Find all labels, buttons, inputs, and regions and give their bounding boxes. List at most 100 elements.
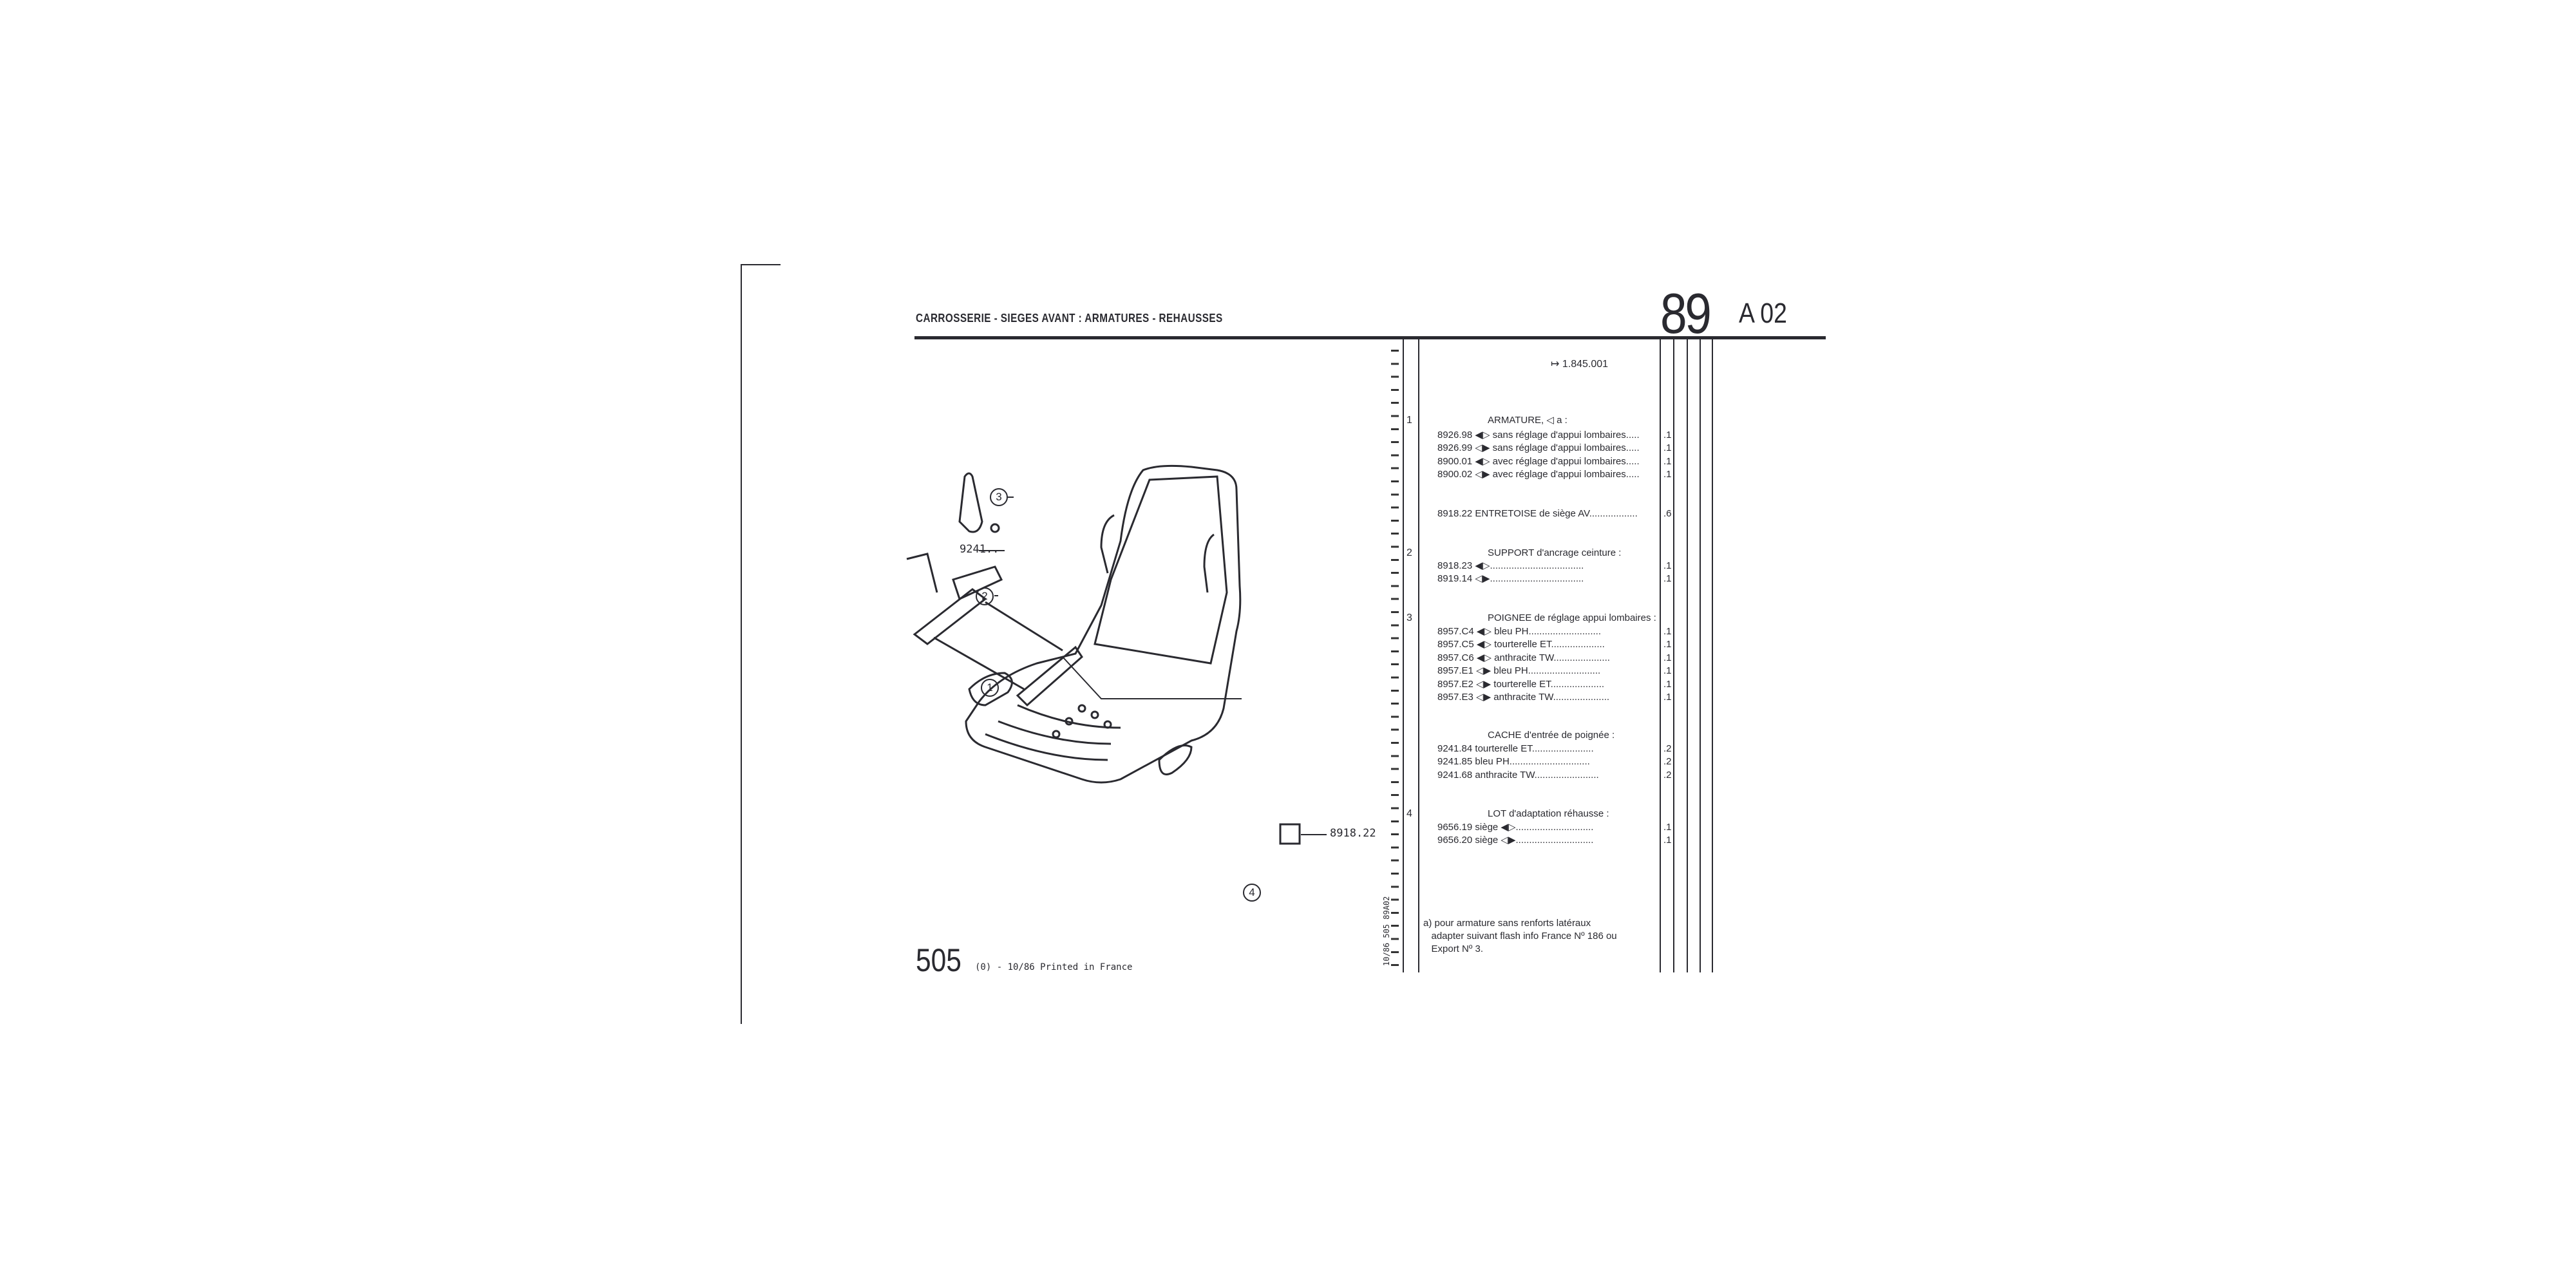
part-row: 9241.84 tourterelle ET..................… [1437, 743, 1594, 754]
part-row: 8919.14 ◁▶..............................… [1437, 573, 1584, 584]
part-description: ◁▶ sans réglage d'appui lombaires..... [1475, 442, 1640, 453]
part-row: 8957.C6 ◀▷ anthracite TW................… [1437, 652, 1610, 663]
part-quantity: .1 [1663, 639, 1672, 650]
group-number: 1 [1406, 415, 1412, 426]
column-line [1418, 338, 1419, 972]
part-description: siège ◀▷............................. [1475, 822, 1594, 833]
callout-3: 3 [990, 488, 1008, 506]
footnote-line: a) pour armature sans renforts latéraux [1423, 918, 1591, 929]
part-quantity: .2 [1663, 770, 1672, 781]
column-line [1403, 338, 1404, 972]
part-row: 8957.E2 ◁▶ tourterelle ET...............… [1437, 679, 1604, 690]
part-ref: 8957.E3 [1437, 692, 1473, 703]
leader-lines [979, 497, 1327, 835]
part-ref: 9241.68 [1437, 770, 1473, 781]
part-ref: 8900.01 [1437, 456, 1473, 467]
part-quantity: .2 [1663, 756, 1672, 767]
part-ref: 8957.C5 [1437, 639, 1474, 650]
part-description: anthracite TW........................ [1475, 770, 1599, 781]
page-number-minor: A 02 [1739, 298, 1787, 329]
part-row: 9656.19 siège ◀▷........................… [1437, 822, 1593, 833]
part-row: 8926.98 ◀▷ sans réglage d'appui lombaire… [1437, 430, 1640, 440]
part-row: 9241.68 anthracite TW...................… [1437, 770, 1599, 781]
part-quantity: .1 [1663, 560, 1672, 571]
column-line [1660, 338, 1661, 972]
part-description: bleu PH.............................. [1475, 756, 1590, 767]
part-description: ENTRETOISE de siège AV.................. [1475, 508, 1638, 519]
column-line [1687, 338, 1688, 972]
callout-4: 4 [1243, 884, 1261, 902]
part-description: ◁▶ anthracite TW..................... [1476, 692, 1610, 703]
part-ref: 9656.20 [1437, 835, 1473, 846]
part-quantity: .6 [1663, 508, 1672, 519]
footnote-line: Export Nº 3. [1423, 943, 1484, 954]
part-row: 9241.85 bleu PH.........................… [1437, 756, 1590, 767]
label-9241: 9241.. [960, 543, 999, 556]
part-quantity: .1 [1663, 456, 1672, 467]
callout-1: 1 [981, 679, 999, 697]
part-row: 8957.C5 ◀▷ tourterelle ET...............… [1437, 639, 1605, 650]
label-8918-22: 8918.22 [1330, 827, 1376, 840]
callout-2: 2 [976, 587, 994, 605]
part-quantity: .1 [1663, 652, 1672, 663]
part-quantity: .1 [1663, 469, 1672, 480]
part-quantity: .1 [1663, 626, 1672, 637]
part-ref: 8957.E2 [1437, 679, 1473, 690]
part-quantity: .1 [1663, 692, 1672, 703]
part-row: 8957.E3 ◁▶ anthracite TW................… [1437, 692, 1609, 703]
part-description: ◁▶................................... [1475, 573, 1584, 584]
part-row: 8957.C4 ◀▷ bleu PH......................… [1437, 626, 1601, 637]
part-ref: 8957.E1 [1437, 665, 1473, 676]
part-description: ◀▷................................... [1475, 560, 1584, 571]
part-ref: 9241.85 [1437, 756, 1473, 767]
part-description: ◁▶ bleu PH........................... [1476, 665, 1601, 676]
page-left-border [741, 264, 742, 1024]
group-number: 4 [1406, 808, 1412, 819]
part-ref: 8957.C6 [1437, 652, 1474, 663]
part-quantity: .1 [1663, 665, 1672, 676]
part-ref: 8926.99 [1437, 442, 1473, 453]
part-row: 8900.01 ◀▷ avec réglage d'appui lombaire… [1437, 456, 1640, 467]
line-ruler [1391, 345, 1399, 972]
section-title: CARROSSERIE - SIEGES AVANT : ARMATURES -… [916, 312, 1223, 325]
part-description: ◀▷ tourterelle ET.................... [1476, 639, 1605, 650]
group-number: 2 [1406, 547, 1412, 558]
column-line [1712, 338, 1713, 972]
part-ref: 8957.C4 [1437, 626, 1474, 637]
group-number: 3 [1406, 612, 1412, 623]
part-ref: 8918.22 [1437, 508, 1473, 519]
part-ref: 8900.02 [1437, 469, 1473, 480]
from-arrow-icon: ↦ [1551, 359, 1562, 370]
part-description: ◀▷ bleu PH........................... [1476, 626, 1602, 637]
spacer-block [1279, 823, 1301, 845]
print-info: (0) - 10/86 Printed in France [975, 962, 1133, 972]
column-line [1673, 338, 1674, 972]
part-quantity: .1 [1663, 679, 1672, 690]
group-title: LOT d'adaptation réhausse : [1488, 808, 1609, 819]
part-quantity: .1 [1663, 822, 1672, 833]
group-title: ARMATURE, ◁ a : [1488, 415, 1567, 426]
model-number: 505 [916, 942, 961, 978]
part-ref: 9656.19 [1437, 822, 1473, 833]
part-row: 8918.22 ENTRETOISE de siège AV..........… [1437, 508, 1638, 519]
part-description: ◀▷ avec réglage d'appui lombaires..... [1475, 456, 1640, 467]
belt-anchor-support [952, 565, 1003, 601]
part-quantity: .1 [1663, 573, 1672, 584]
part-description: tourterelle ET....................... [1475, 743, 1594, 754]
applicability-reference: ↦ 1.845.001 [1551, 359, 1609, 370]
part-quantity: .2 [1663, 743, 1672, 754]
seat-exploded-drawing [906, 464, 1327, 845]
part-description: ◁▶ tourterelle ET.................... [1476, 679, 1605, 690]
part-row: 8926.99 ◁▶ sans réglage d'appui lombaire… [1437, 442, 1640, 453]
part-row: 9656.20 siège ◁▶........................… [1437, 835, 1593, 846]
part-quantity: .1 [1663, 430, 1672, 440]
part-row: 8900.02 ◁▶ avec réglage d'appui lombaire… [1437, 469, 1640, 480]
group-title: CACHE d'entrée de poignée : [1488, 730, 1615, 741]
lumbar-handle [958, 472, 1000, 533]
part-description: ◀▷ anthracite TW..................... [1476, 652, 1610, 663]
footnote-line: adapter suivant flash info France Nº 186… [1423, 931, 1617, 942]
part-ref: 8918.23 [1437, 560, 1473, 571]
part-row: 8957.E1 ◁▶ bleu PH......................… [1437, 665, 1600, 676]
part-description: ◀▷ sans réglage d'appui lombaires..... [1475, 430, 1640, 440]
part-description: ◁▶ avec réglage d'appui lombaires..... [1475, 469, 1640, 480]
